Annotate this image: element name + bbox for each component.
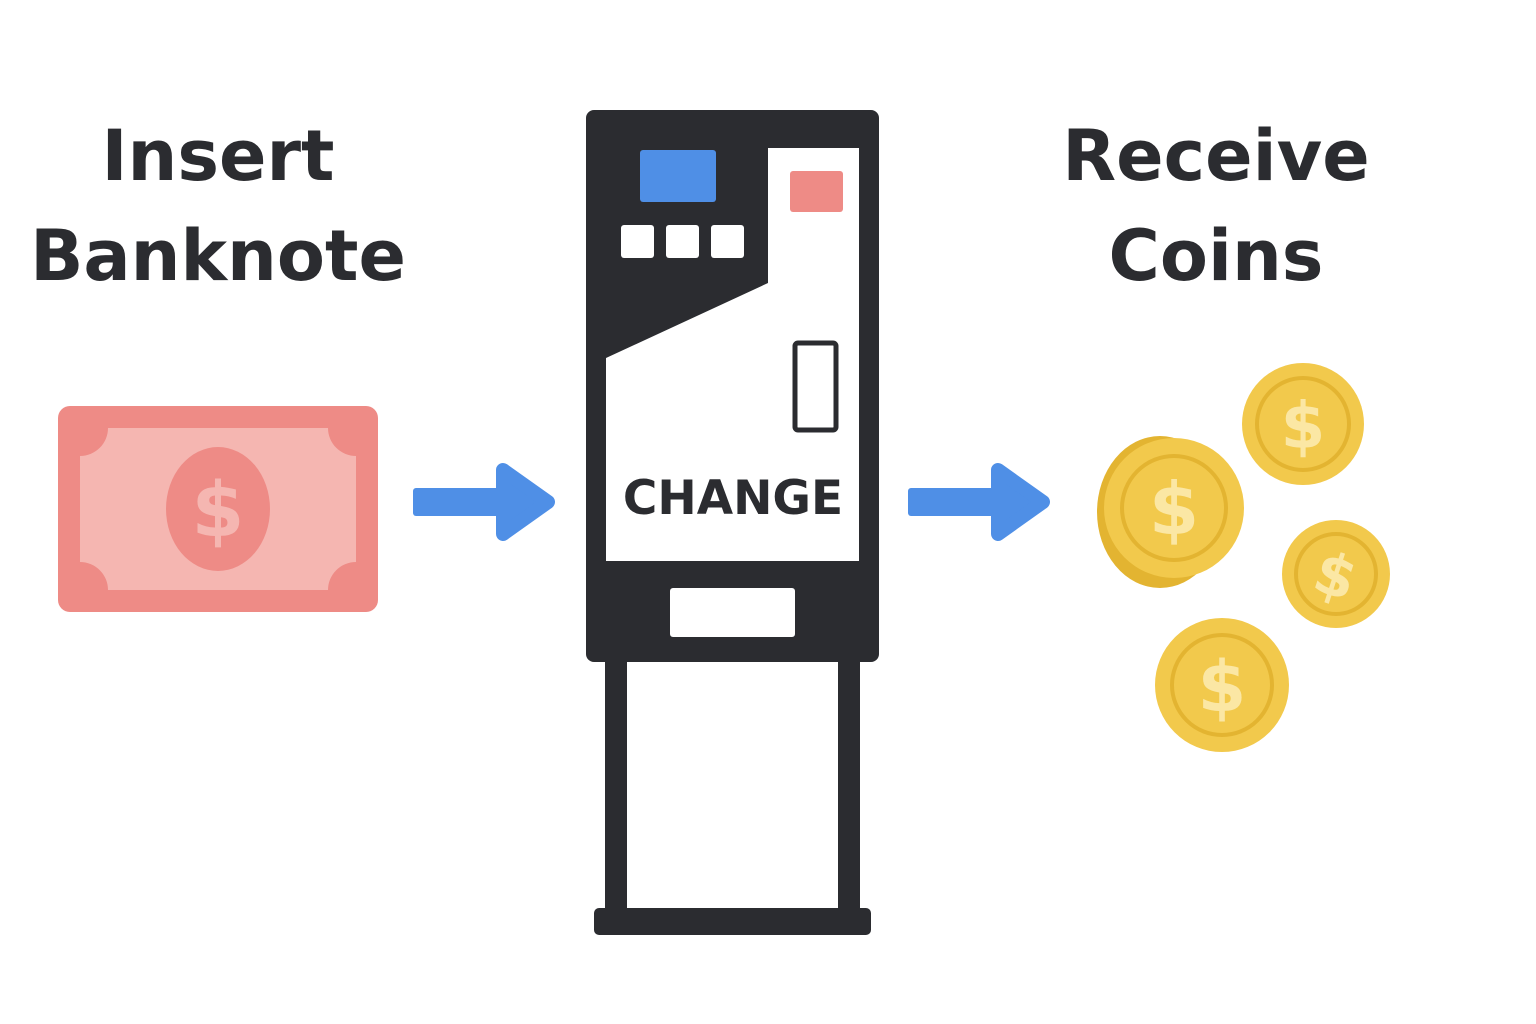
stand-base bbox=[594, 908, 871, 935]
coin-dollar-sign: $ bbox=[1149, 467, 1199, 551]
machine-indicator-light bbox=[790, 171, 843, 212]
coin-dollar-sign: $ bbox=[1198, 646, 1247, 728]
coin-tray bbox=[670, 588, 795, 637]
coin-small-right: $ bbox=[1282, 520, 1390, 628]
coin-dollar-sign: $ bbox=[1281, 390, 1326, 464]
coin-top-right: $ bbox=[1242, 363, 1364, 485]
banknote-dollar-sign: $ bbox=[192, 465, 245, 554]
machine-change-label: CHANGE bbox=[623, 471, 843, 526]
machine-front-panel bbox=[606, 148, 859, 561]
insert-title-line1: Insert bbox=[101, 115, 335, 197]
banknote-slot bbox=[792, 340, 839, 433]
stand-leg-right bbox=[838, 655, 860, 917]
machine-key-1 bbox=[621, 225, 654, 258]
machine-screen bbox=[640, 150, 716, 202]
machine-key-2 bbox=[666, 225, 699, 258]
receive-title-line2: Coins bbox=[1108, 215, 1324, 297]
arrow-right-icon bbox=[908, 463, 1050, 541]
banknote-icon: $ bbox=[58, 406, 378, 612]
coin-large-left: $ bbox=[1097, 436, 1244, 588]
machine-key-3 bbox=[711, 225, 744, 258]
insert-banknote-title: Insert Banknote bbox=[18, 106, 418, 306]
change-machine-icon: CHANGE bbox=[586, 110, 879, 935]
receive-title-line1: Receive bbox=[1062, 115, 1370, 197]
receive-coins-title: Receive Coins bbox=[1016, 106, 1416, 306]
stand-leg-left bbox=[605, 655, 627, 917]
arrow-right-icon bbox=[413, 463, 555, 541]
coin-bottom: $ bbox=[1155, 618, 1289, 752]
insert-title-line2: Banknote bbox=[30, 215, 406, 297]
